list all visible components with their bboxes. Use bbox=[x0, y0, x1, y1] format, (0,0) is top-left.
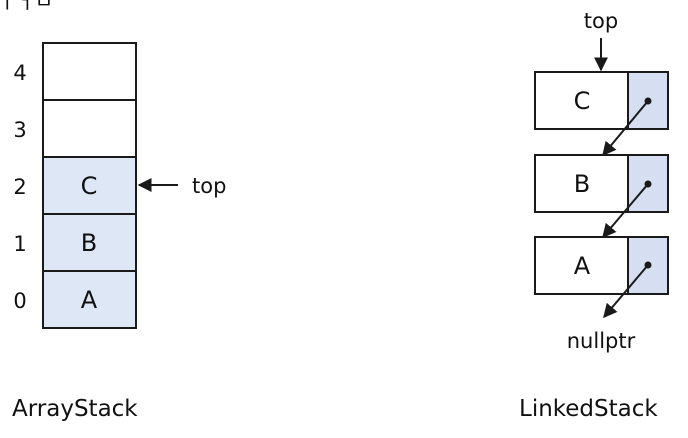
header-fragment: ㅣㅓㅁ bbox=[0, 0, 53, 13]
node-c-next-arrow bbox=[602, 100, 649, 157]
array-stack: 4 3 2 1 0 C B A top ArrayStack bbox=[12, 42, 226, 422]
linked-top-label: top bbox=[584, 9, 618, 33]
node-b-value: B bbox=[574, 170, 590, 198]
array-value-0: A bbox=[81, 286, 98, 314]
array-value-1: B bbox=[81, 229, 97, 257]
node-a-next-arrow bbox=[603, 264, 649, 319]
null-label: nullptr bbox=[567, 329, 636, 353]
array-index-3: 3 bbox=[13, 118, 26, 142]
array-index-4: 4 bbox=[13, 61, 26, 85]
linked-stack-caption: LinkedStack bbox=[519, 396, 658, 422]
array-index-2: 2 bbox=[13, 175, 26, 199]
linked-node-b: B bbox=[534, 154, 669, 239]
linked-node-a: A bbox=[534, 236, 669, 319]
array-stack-caption: ArrayStack bbox=[12, 396, 138, 422]
node-c-value: C bbox=[574, 87, 591, 115]
node-b-value-cell bbox=[534, 154, 629, 213]
node-a-value: A bbox=[574, 252, 591, 280]
node-a-value-cell bbox=[534, 236, 629, 295]
linked-node-c: C bbox=[534, 71, 669, 157]
linked-stack: top C B A nullptr LinkedStack bbox=[519, 9, 669, 422]
array-value-2: C bbox=[81, 172, 98, 200]
array-slot-1 bbox=[42, 213, 137, 272]
node-b-next-arrow bbox=[602, 183, 649, 239]
array-top-label: top bbox=[192, 174, 226, 198]
array-slot-3 bbox=[42, 99, 137, 158]
array-index-0: 0 bbox=[13, 289, 26, 313]
array-index-1: 1 bbox=[13, 232, 26, 256]
array-slot-2 bbox=[42, 156, 137, 215]
array-slot-0 bbox=[42, 270, 137, 329]
node-c-value-cell bbox=[534, 71, 629, 130]
array-slot-4 bbox=[42, 42, 137, 101]
